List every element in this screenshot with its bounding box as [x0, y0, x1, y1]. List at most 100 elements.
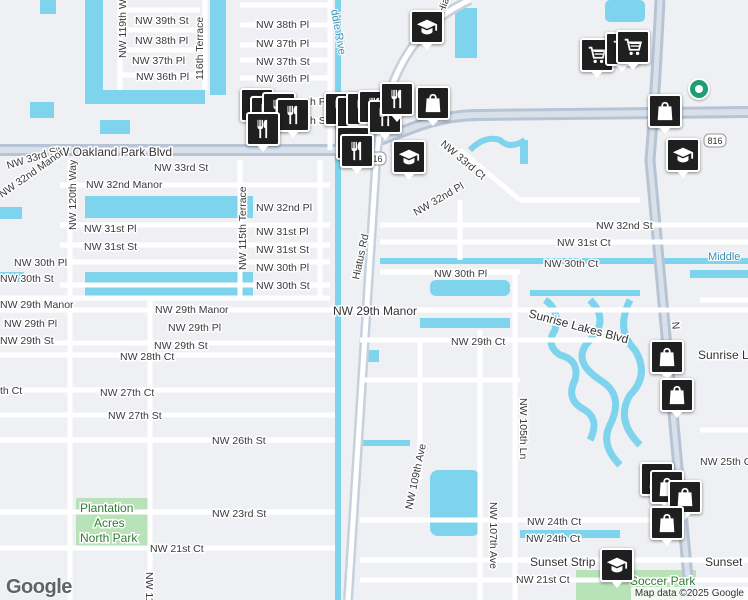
park-name-line1: Plantation	[80, 501, 133, 515]
shopping-cart-icon	[586, 44, 608, 66]
graduation-cap-icon	[606, 554, 628, 576]
route-816-label-b: 816	[707, 136, 722, 146]
label-n-right-edge: N	[669, 321, 682, 330]
shopping-cart-icon	[622, 36, 644, 58]
label-nw-118th-text: NW 118t	[143, 572, 155, 600]
label-nw-36th-pl-left: NW 36th Pl	[136, 71, 189, 83]
label-nw-30th-pl-b: NW 30th Pl	[256, 262, 309, 274]
label-nw-37th-pl-left: NW 37th Pl	[132, 55, 185, 67]
fork-knife-icon	[386, 88, 408, 110]
route-816-label-a: 816	[367, 154, 382, 164]
canal-west	[85, 0, 103, 100]
label-nw-105th-ln: NW 105th Ln	[517, 398, 529, 459]
label-nw-23rd-st: NW 23rd St	[212, 508, 266, 520]
label-nw-27th-ct: NW 27th Ct	[100, 387, 154, 399]
poi-pin-restaurant[interactable]	[246, 112, 280, 152]
label-nw-30th-st-a: NW 30th St	[0, 273, 54, 285]
label-nw-31st-ct: NW 31st Ct	[557, 237, 611, 249]
label-116th-terrace: 116th Terrace	[194, 17, 206, 80]
canal-west-bottom	[85, 90, 205, 104]
label-nw-33rd-st-mid: NW 33rd St	[154, 162, 208, 174]
label-nw-107th-ave: NW 107th Ave	[487, 502, 499, 569]
fork-knife-icon	[282, 104, 304, 126]
label-nw-25th-ct: NW 25th Ct	[700, 456, 748, 468]
shopping-bag-icon	[654, 100, 676, 122]
poi-pin-school[interactable]	[392, 140, 426, 180]
label-nw-30th-pl-mid: NW 30th Pl	[434, 268, 487, 280]
fork-knife-icon	[346, 140, 368, 162]
label-nw-29th-st-a: NW 29th St	[0, 335, 54, 347]
poi-pin-shopping[interactable]	[660, 378, 694, 418]
label-nw-37th-pl-mid: NW 37th Pl	[256, 38, 309, 50]
poi-pin-grocery[interactable]	[616, 30, 650, 70]
label-nw-28th-ct: NW 28th Ct	[120, 351, 174, 363]
poi-pin-shopping[interactable]	[650, 340, 684, 380]
label-nw-120th-way: NW 120th Way	[67, 159, 79, 230]
label-nw-30th-st-b: NW 30th St	[256, 280, 310, 292]
shopping-bag-icon	[656, 512, 678, 534]
label-sunset-strip-b: Sunset	[705, 555, 743, 569]
shopping-bag-icon	[666, 384, 688, 406]
label-nw-36th-pl-mid: NW 36th Pl	[256, 73, 309, 85]
label-nw-29th-pl-a: NW 29th Pl	[4, 318, 57, 330]
map-attribution[interactable]: Map data ©2025 Google	[630, 587, 748, 600]
label-nw-29th-manor-mid: NW 29th Manor	[155, 304, 229, 316]
label-nw-115th-terrace: NW 115th Terrace	[237, 186, 249, 270]
label-nw-29th-manor-left: NW 29th Manor	[0, 299, 74, 311]
google-logo: Google	[6, 576, 72, 598]
label-nw-32nd-st-right: NW 32nd St	[596, 220, 653, 232]
label-nw-26th-st: NW 26th St	[212, 435, 266, 447]
label-nw-24th-ct-b: NW 24th Ct	[526, 533, 580, 545]
label-nw-31st-pl-a: NW 31st Pl	[84, 223, 137, 235]
graduation-cap-icon	[672, 144, 694, 166]
label-nw-29th-manor-main: NW 29th Manor	[333, 304, 417, 318]
poi-pin-school[interactable]	[600, 548, 634, 588]
shopping-bag-icon	[422, 92, 444, 114]
route-816-shield-east: 816	[703, 133, 727, 148]
poi-pin-restaurant[interactable]	[276, 98, 310, 138]
middle-river-canal	[380, 258, 748, 264]
place-marker-green[interactable]	[688, 78, 710, 100]
canal-31st	[85, 196, 253, 218]
poi-pin-restaurant[interactable]	[340, 134, 374, 174]
fork-knife-icon	[252, 118, 274, 140]
label-nw-29th-ct: NW 29th Ct	[451, 336, 505, 348]
poi-pin-shopping[interactable]	[650, 506, 684, 546]
label-nw-32nd-manor-mid: NW 32nd Manor	[86, 179, 163, 191]
label-nw-119th-way: NW 119th Way	[117, 0, 129, 58]
label-nw-27th-st: NW 27th St	[108, 410, 162, 422]
poi-pin-restaurant[interactable]	[380, 82, 414, 122]
label-middle-river: Middle	[708, 251, 740, 263]
label-nw-38th-pl-mid: NW 38th Pl	[256, 19, 309, 31]
shopping-bag-icon	[674, 486, 696, 508]
graduation-cap-icon	[398, 146, 420, 168]
label-nw-24th-ct-a: NW 24th Ct	[527, 516, 581, 528]
label-nw-37th-st-mid: NW 37th St	[256, 56, 310, 68]
poi-pin-shopping[interactable]	[416, 86, 450, 126]
label-nw-31st-st-a: NW 31st St	[84, 241, 137, 253]
graduation-cap-icon	[416, 16, 438, 38]
label-27th-ct-edge: th Ct	[0, 385, 22, 397]
label-nw-38th-pl-left: NW 38th Pl	[135, 35, 188, 47]
label-nw-32nd-pl-left: NW 32nd Pl	[256, 202, 312, 214]
label-nw-21st-ct-left: NW 21st Ct	[150, 543, 204, 555]
label-sunset-strip-a: Sunset Strip	[530, 555, 596, 569]
label-nw-30th-pl-a: NW 30th Pl	[14, 257, 67, 269]
canal-hiatus	[335, 0, 341, 600]
lake-south	[430, 470, 480, 536]
poi-pin-shopping[interactable]	[648, 94, 682, 134]
label-nw-21st-ct-right: NW 21st Ct	[516, 574, 570, 586]
park-name-line2: Acres	[94, 516, 125, 530]
label-sunrise-edge: Sunrise L	[698, 348, 748, 362]
poi-pin-school[interactable]	[410, 10, 444, 50]
poi-pin-school[interactable]	[666, 138, 700, 178]
soccer-park-label: Soccer Park	[630, 574, 696, 588]
label-nw-30th-ct: NW 30th Ct	[544, 258, 598, 270]
label-nw-31st-pl-b: NW 31st Pl	[256, 226, 309, 238]
label-w-oakland-park-blvd: W Oakland Park Blvd	[58, 145, 172, 159]
label-nw-29th-st-b: NW 29th St	[154, 340, 208, 352]
shopping-bag-icon	[656, 346, 678, 368]
park-name-line3: North Park	[80, 531, 138, 545]
canal-mid	[210, 0, 226, 95]
